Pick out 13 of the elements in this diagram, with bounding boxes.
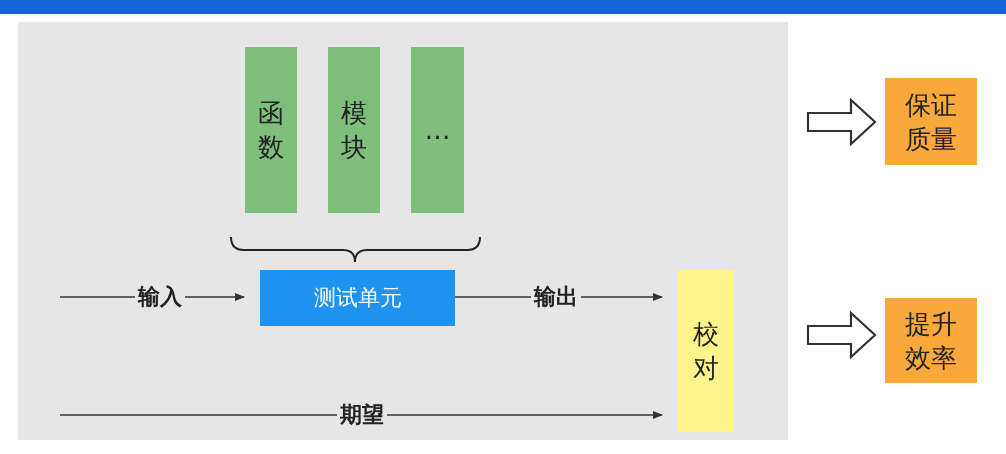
edge-label: 期望 (337, 402, 387, 428)
check-box: 校对 (678, 270, 734, 432)
block-arrow (806, 310, 877, 360)
module-box: … (411, 47, 464, 213)
module-box: 函数 (245, 47, 297, 213)
result-box: 提升效率 (885, 298, 977, 383)
edge-label: 输出 (531, 284, 581, 310)
result-box: 保证质量 (885, 78, 977, 165)
block-arrow (806, 97, 877, 147)
arrow (59, 411, 663, 419)
edge-label: 输入 (135, 284, 185, 310)
process-box: 测试单元 (260, 270, 455, 326)
module-box: 模块 (328, 47, 380, 213)
